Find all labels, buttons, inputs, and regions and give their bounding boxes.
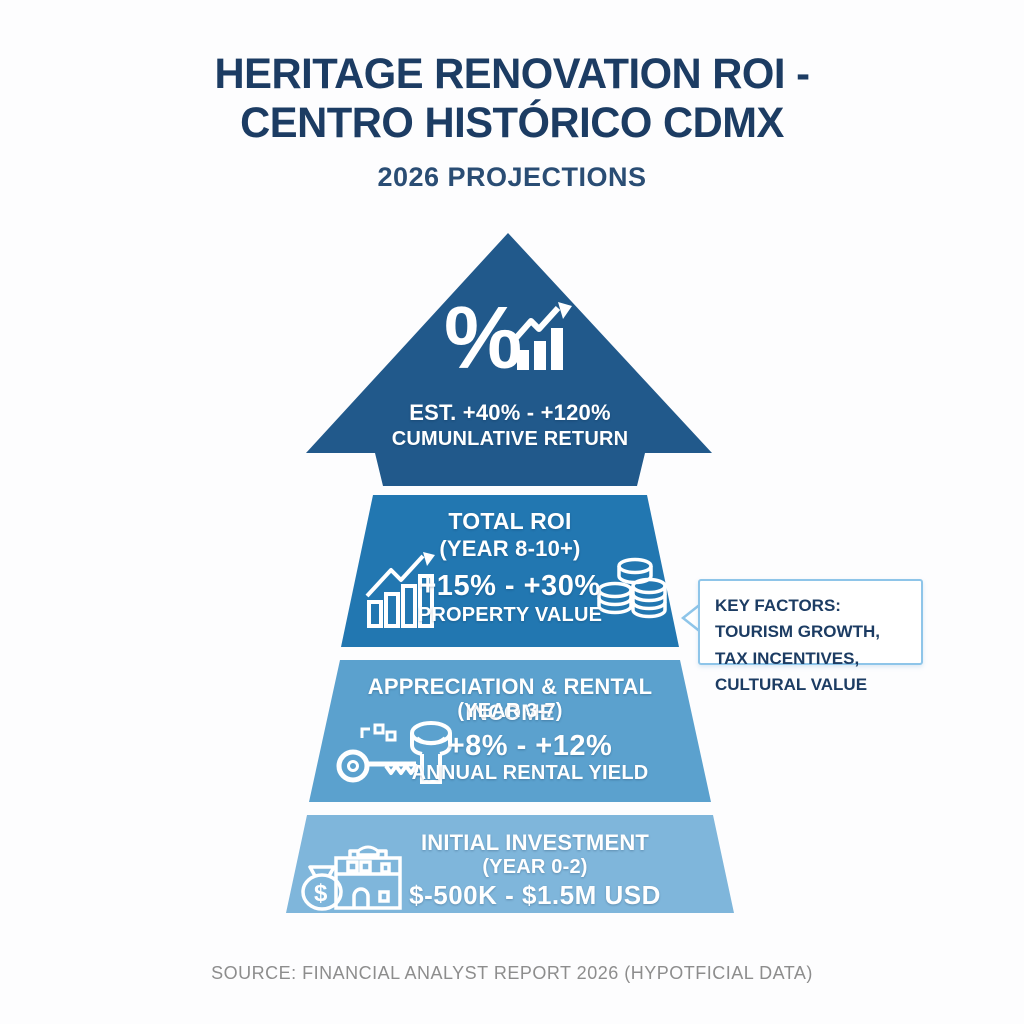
level-total-roi-period: (YEAR 8-10+) [439, 536, 581, 561]
bar-chart-growth-icon [365, 552, 435, 628]
stamp-icon [410, 721, 452, 784]
level-initial-investment-range: $-500K - $1.5M USD [409, 880, 661, 910]
source-note: SOURCE: FINANCIAL ANALYST REPORT 2026 (H… [211, 963, 813, 983]
level-appreciation-label: ANNUAL RENTAL YIELD [411, 762, 649, 784]
level-total-roi-range: +15% - +30% [419, 570, 601, 602]
level-appreciation-period: (YEAR 3-7) [457, 700, 563, 722]
arrow-level-label: CUMUNLATIVE RETURN [391, 428, 629, 450]
coin-stacks-icon [597, 557, 667, 619]
svg-text:%: % [444, 288, 522, 387]
level-total-roi-label: PROPERTY VALUE [417, 604, 603, 626]
page-subtitle: 2026 PROJECTIONS [377, 162, 647, 192]
level-total-roi-shape [341, 495, 679, 647]
page-title-line2: CENTRO HISTÓRICO CDMX [240, 99, 784, 147]
level-appreciation-name: APPRECIATION & RENTAL INCOME [367, 674, 653, 725]
key-factors-text: KEY FACTORS: TOURISM GROWTH, TAX INCENTI… [715, 596, 880, 695]
svg-text:$: $ [314, 880, 328, 907]
key-factors-callout: KEY FACTORS: TOURISM GROWTH, TAX INCENTI… [698, 579, 923, 694]
level-initial-investment-shape [286, 815, 734, 913]
page-title-line1: HERITAGE RENOVATION ROI - [214, 50, 810, 98]
level-total-roi-name: TOTAL ROI [448, 508, 572, 534]
money-bag-building-icon: $ [301, 845, 402, 911]
level-initial-investment-name: INITIAL INVESTMENT [420, 830, 650, 855]
level-initial-investment-period: (YEAR 0-2) [482, 856, 588, 878]
title-block: HERITAGE RENOVATION ROI - CENTRO HISTÓRI… [0, 50, 1024, 193]
percent-growth-icon: % [444, 288, 572, 387]
arrow-level-shape [306, 233, 712, 486]
level-appreciation-range: +8% - +12% [447, 730, 613, 762]
key-icon [336, 723, 418, 783]
arrow-level-range: EST. +40% - +120% [409, 400, 611, 425]
